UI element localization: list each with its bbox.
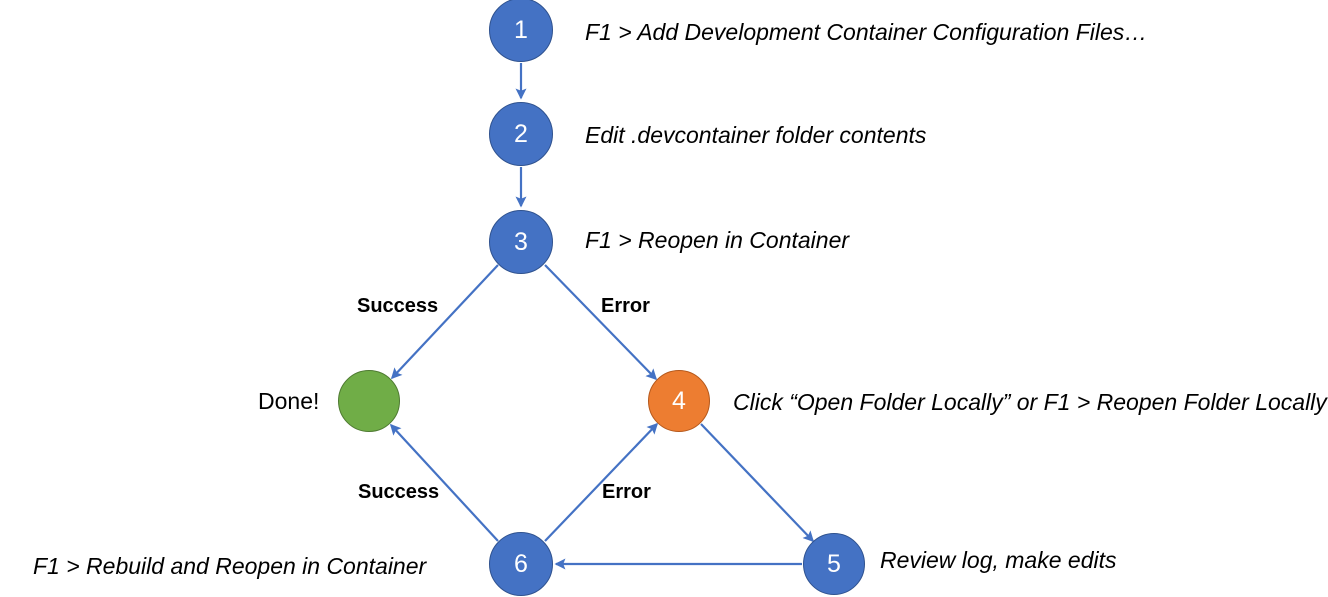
node-6-label: 6 <box>514 549 528 578</box>
node-4-label: 4 <box>672 386 686 415</box>
edge-label-success-top: Success <box>357 295 439 317</box>
node-3-label: 3 <box>514 227 528 256</box>
node-4[interactable]: 4 <box>648 370 710 432</box>
node-1[interactable]: 1 <box>489 0 553 62</box>
edge-3-to-done <box>390 264 499 380</box>
node-5-label: 5 <box>827 549 841 578</box>
node-5[interactable]: 5 <box>803 533 865 595</box>
node-3[interactable]: 3 <box>489 210 553 274</box>
node-1-label: 1 <box>514 15 528 44</box>
edge-4-to-5 <box>700 423 815 543</box>
edge-3-to-4 <box>544 264 658 381</box>
step-4-description: Click “Open Folder Locally” or F1 > Reop… <box>733 389 1327 415</box>
done-description: Done! <box>258 388 320 414</box>
node-6[interactable]: 6 <box>489 532 553 596</box>
node-2-label: 2 <box>514 119 528 148</box>
node-2[interactable]: 2 <box>489 102 553 166</box>
node-done[interactable] <box>338 370 400 432</box>
step-1-description: F1 > Add Development Container Configura… <box>585 19 1148 45</box>
step-6-description: F1 > Rebuild and Reopen in Container <box>33 553 427 579</box>
edge-label-success-bottom: Success <box>358 481 440 503</box>
step-5-description: Review log, make edits <box>880 547 1117 573</box>
edge-label-error-top: Error <box>601 295 650 317</box>
step-3-description: F1 > Reopen in Container <box>585 227 850 253</box>
edge-label-error-bottom: Error <box>602 481 651 503</box>
step-2-description: Edit .devcontainer folder contents <box>585 122 927 148</box>
